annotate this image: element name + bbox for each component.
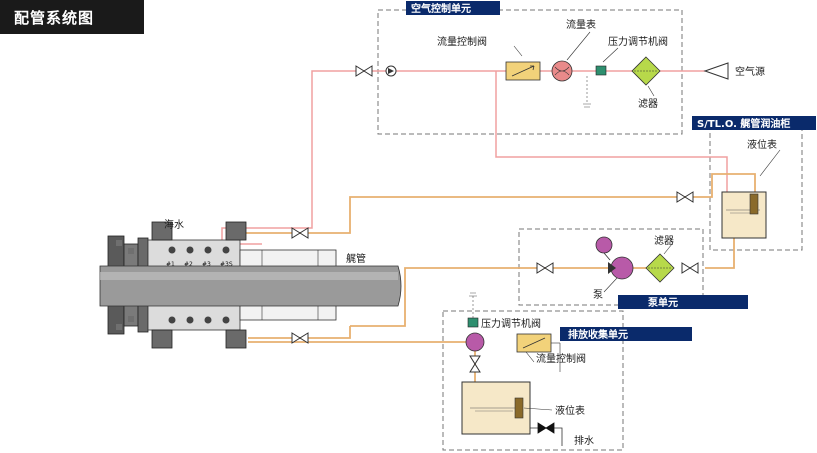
gate-valve-oil-pump-outlet <box>681 262 699 274</box>
drain-tank <box>461 381 531 435</box>
pump-unit-label: 泵单元 <box>648 296 678 309</box>
label-level-gauge-drain: 液位表 <box>555 404 585 417</box>
filter-pump <box>645 253 675 283</box>
label-filter-pump: 滤器 <box>654 234 674 247</box>
label-pressure-regulator-air: 压力调节机阀 <box>608 35 668 48</box>
seal-mark-3s: #3S <box>220 261 233 268</box>
seal-mark-2: #2 <box>184 261 193 268</box>
seal-mark-1: #1 <box>166 261 175 268</box>
label-air-source: 空气源 <box>735 65 765 78</box>
drain-unit-frame <box>442 310 624 451</box>
label-pump: 泵 <box>593 289 603 301</box>
label-flow-control-valve-drain: 流量控制阀 <box>536 352 586 365</box>
label-flow-control-valve-air: 流量控制阀 <box>437 35 487 48</box>
flow-meter-air <box>551 60 573 82</box>
flow-control-valve-air <box>505 61 541 81</box>
pump-motor <box>595 236 613 261</box>
label-pressure-regulator-drain: 压力调节机阀 <box>481 317 541 330</box>
air-control-frame <box>377 9 683 135</box>
flow-control-valve-drain <box>516 333 552 353</box>
seal-mark-3: #3 <box>202 261 211 268</box>
gate-valve-oil-top <box>676 191 694 203</box>
label-seawater: 海水 <box>164 218 184 231</box>
check-valve-air <box>385 65 397 77</box>
lube-tank-label: S/TL.O. 艉管润油柜 <box>697 117 790 130</box>
filter-air <box>631 56 661 86</box>
lube-tank-frame <box>709 121 803 251</box>
air-control-label: 空气控制单元 <box>411 2 471 15</box>
label-flow-meter: 流量表 <box>566 18 596 31</box>
label-filter-air: 滤器 <box>638 97 658 110</box>
pressure-regulator-drain <box>467 292 479 328</box>
gate-valve-oil-seal-top <box>291 227 309 239</box>
label-stern-tube: 艉管 <box>346 252 366 265</box>
air-control-banner: 空气控制单元 <box>406 1 500 15</box>
pump <box>608 256 634 280</box>
air-source-arrow <box>703 62 729 80</box>
label-discharge: 排水 <box>574 434 594 447</box>
drain-pump <box>465 332 485 352</box>
pump-unit-frame <box>518 228 704 306</box>
gate-valve-oil-return <box>291 332 309 344</box>
title-banner: 配管系统图 <box>0 0 144 34</box>
label-level-gauge-tank: 液位表 <box>747 138 777 151</box>
lube-oil-tank <box>721 191 767 239</box>
gate-valve-drain <box>469 355 481 373</box>
stern-tube-assembly: #1 #2 #3 #3S <box>99 221 402 349</box>
page-title: 配管系统图 <box>14 9 94 27</box>
gate-valve-air <box>355 65 373 77</box>
seal-rings <box>168 246 230 324</box>
pump-unit-banner: 泵单元 <box>618 295 748 309</box>
air-lines <box>221 70 728 245</box>
drain-unit-label: 排放收集单元 <box>568 328 628 341</box>
drain-unit-banner: 排放收集单元 <box>560 327 692 341</box>
pressure-regulator-air <box>583 65 607 108</box>
lube-tank-banner: S/TL.O. 艉管润油柜 <box>692 116 816 130</box>
discharge-valve <box>530 422 563 446</box>
gate-valve-oil-pump-inlet <box>536 262 554 274</box>
